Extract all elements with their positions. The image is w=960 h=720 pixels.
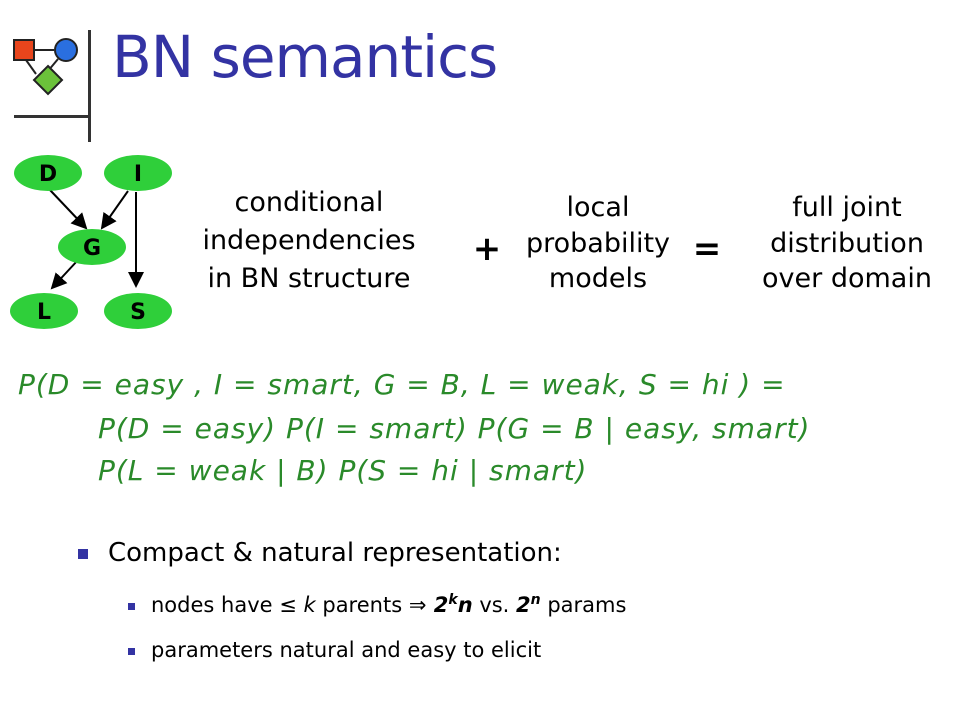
- term1-line3: in BN structure: [207, 262, 411, 294]
- sub1-two-b: 2: [516, 593, 531, 617]
- edge-D-G: [49, 189, 88, 230]
- bullet-main: Compact & natural representation:: [78, 538, 562, 568]
- less-equal-symbol: ≤: [279, 593, 297, 617]
- bn-graph: D I G L S: [10, 155, 172, 329]
- term3-line1: full joint: [792, 192, 902, 223]
- formula-line-2: P(D = easy) P(I = smart) P(G = B | easy,…: [98, 412, 811, 445]
- sub1-n: n: [457, 593, 473, 617]
- term-conditional-independencies: conditional independencies in BN structu…: [176, 184, 442, 297]
- node-S: S: [104, 293, 172, 329]
- edge-G-L: [50, 259, 79, 290]
- node-G: G: [58, 229, 126, 265]
- bullet-sub-1: nodes have ≤ k parents ⇒ 2kn vs. 2n para…: [128, 592, 626, 617]
- logo-icon: [13, 38, 78, 96]
- term1-line1: conditional: [234, 187, 384, 218]
- sub1-k: k: [296, 593, 316, 617]
- bullet-square-icon: [128, 647, 135, 655]
- sub1-text-b: parents: [315, 593, 409, 617]
- node-label-S: S: [130, 300, 146, 325]
- node-I: I: [104, 155, 172, 191]
- formula-line-1: P(D = easy , I = smart, G = B, L = weak,…: [18, 368, 786, 401]
- plus-operator: +: [472, 229, 502, 269]
- term2-line2: probability: [525, 227, 671, 259]
- node-L: L: [10, 293, 78, 329]
- sub1-sup-k: k: [448, 592, 458, 608]
- term-local-probability-models: local probability models: [505, 190, 691, 297]
- node-D: D: [14, 155, 82, 191]
- edge-I-G: [100, 190, 129, 230]
- node-label-D: D: [39, 162, 57, 187]
- node-label-L: L: [37, 300, 51, 325]
- slide-title: BN semantics: [112, 23, 498, 91]
- header-horizontal-rule: [14, 115, 90, 118]
- term1-line2: independencies: [202, 224, 416, 256]
- term2-line1: local: [566, 192, 630, 223]
- equals-operator: =: [692, 229, 722, 269]
- node-label-I: I: [134, 162, 142, 187]
- formula-line-3: P(L = weak | B) P(S = hi | smart): [98, 454, 588, 487]
- sub1-vs: vs.: [472, 593, 517, 617]
- sub1-text-a: nodes have: [151, 593, 280, 617]
- bullet-sub-2-text: parameters natural and easy to elicit: [151, 638, 542, 662]
- header-vertical-rule: [88, 30, 91, 142]
- implies-symbol: ⇒: [408, 593, 427, 617]
- bullet-square-icon: [78, 548, 88, 559]
- node-label-G: G: [83, 236, 101, 261]
- sub1-params: params: [540, 593, 627, 617]
- term-full-joint-distribution: full joint distribution over domain: [740, 190, 954, 297]
- bullet-main-text: Compact & natural representation:: [108, 538, 562, 568]
- term3-line3: over domain: [762, 263, 932, 295]
- sub1-sup-n: n: [530, 592, 541, 608]
- bullet-sub-2: parameters natural and easy to elicit: [128, 638, 541, 662]
- term3-line2: distribution: [770, 227, 924, 259]
- sub1-two: 2: [426, 593, 449, 617]
- term2-line3: models: [548, 263, 648, 295]
- bullet-square-icon: [128, 602, 135, 610]
